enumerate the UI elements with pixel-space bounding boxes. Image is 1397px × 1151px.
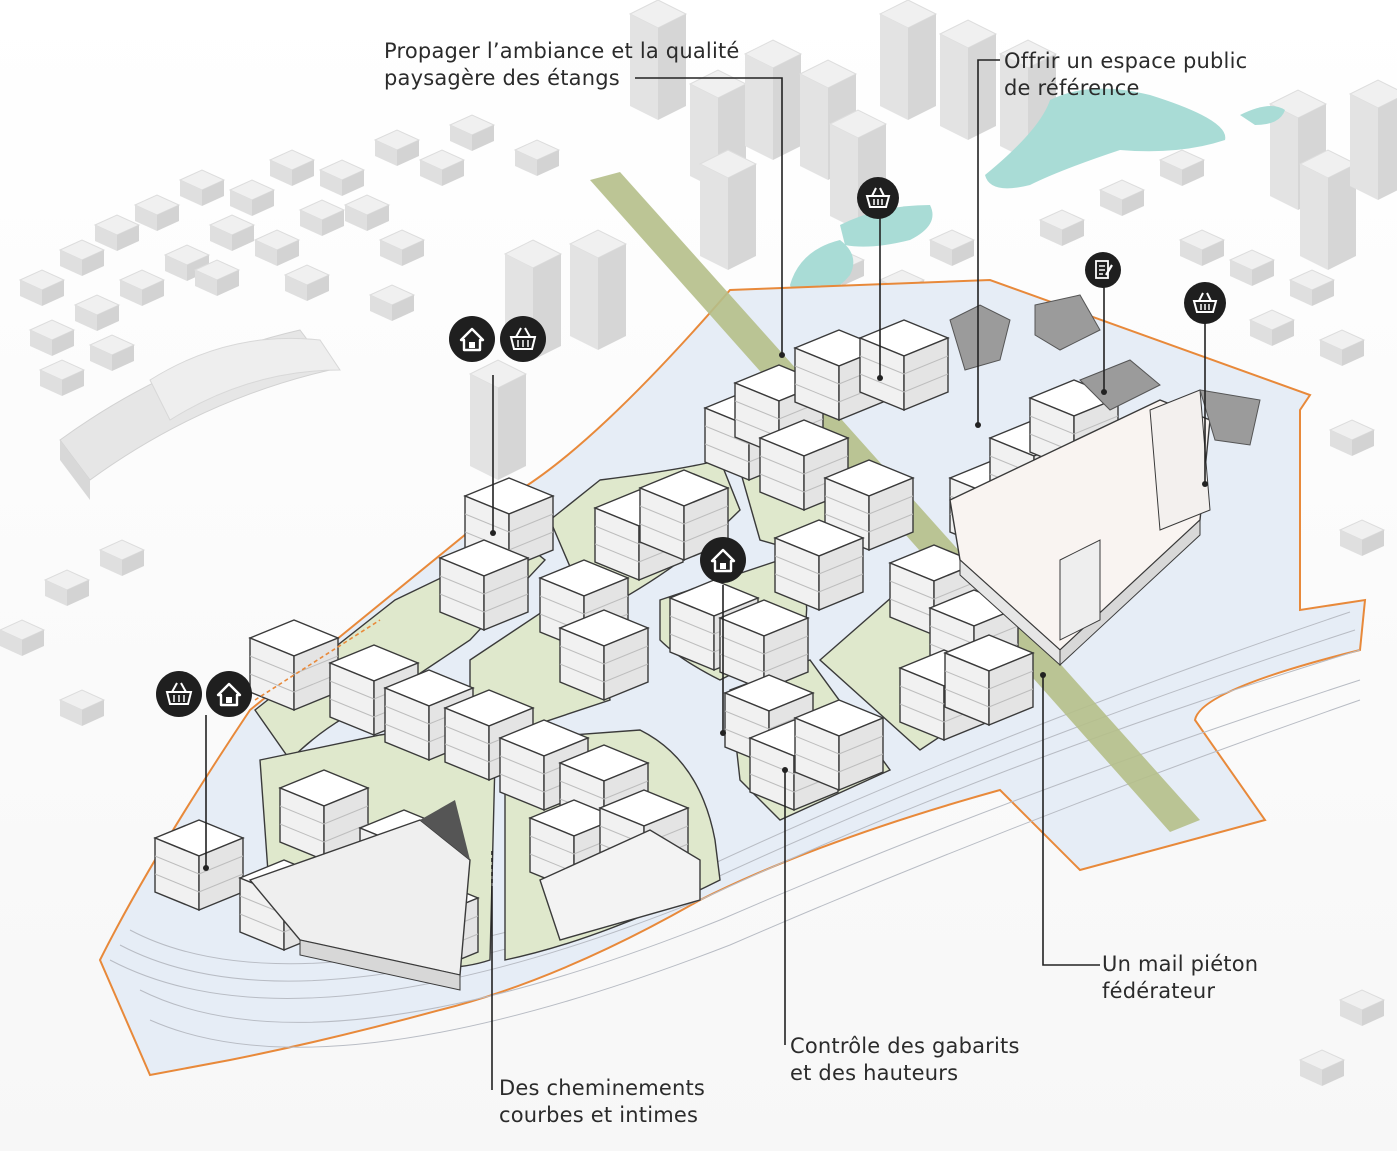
- annotation-line: et des hauteurs: [790, 1060, 1020, 1087]
- shopping-basket-icon: [500, 316, 546, 362]
- annotation-line: paysagère des étangs: [384, 65, 740, 92]
- annotation-line: Contrôle des gabarits: [790, 1033, 1020, 1060]
- annotation-espace-public: Offrir un espace public de référence: [1004, 48, 1247, 102]
- annotation-gabarits: Contrôle des gabarits et des hauteurs: [790, 1033, 1020, 1087]
- house-icon: [700, 537, 746, 583]
- shopping-basket-icon: [857, 177, 899, 219]
- annotation-cheminements: Des cheminements courbes et intimes: [499, 1075, 705, 1129]
- annotation-line: Un mail piéton: [1102, 951, 1258, 978]
- annotation-line: de référence: [1004, 75, 1247, 102]
- annotation-line: Propager l’ambiance et la qualité: [384, 38, 740, 65]
- document-icon: [1085, 252, 1121, 288]
- annotation-line: courbes et intimes: [499, 1102, 705, 1129]
- annotation-line: fédérateur: [1102, 978, 1258, 1005]
- annotation-line: Des cheminements: [499, 1075, 705, 1102]
- annotation-line: Offrir un espace public: [1004, 48, 1247, 75]
- shopping-basket-icon: [1184, 282, 1226, 324]
- house-icon: [206, 671, 252, 717]
- annotation-etangs: Propager l’ambiance et la qualité paysag…: [384, 38, 740, 92]
- shopping-basket-icon: [156, 671, 202, 717]
- house-icon: [449, 316, 495, 362]
- annotation-mail-pieton: Un mail piéton fédérateur: [1102, 951, 1258, 1005]
